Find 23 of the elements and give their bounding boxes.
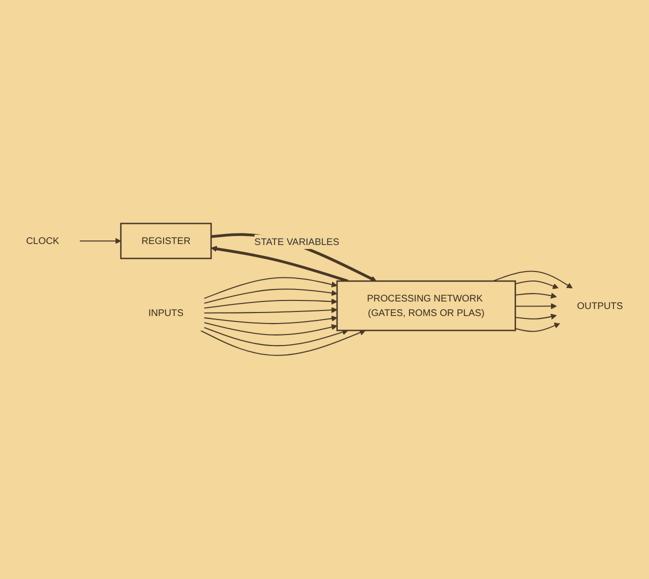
arrow	[204, 316, 338, 324]
arrow	[204, 288, 338, 304]
node-text: OUTPUTS	[577, 300, 623, 311]
arrow	[204, 327, 348, 346]
arrow	[210, 246, 348, 282]
arrow	[515, 322, 560, 332]
arrow	[204, 298, 338, 309]
node-box: REGISTER	[120, 222, 212, 260]
arrow	[515, 314, 557, 320]
arrow	[492, 270, 573, 289]
arrow	[515, 292, 557, 299]
node-text: CLOCK	[26, 235, 60, 246]
arrow	[210, 233, 377, 282]
arrow	[204, 322, 338, 336]
node-box: PROCESSING NETWORK (GATES, ROMS OR PLAS)	[336, 280, 516, 332]
node-text: INPUTS	[148, 307, 184, 318]
arrow	[515, 303, 557, 310]
arrow	[204, 277, 338, 299]
arrow	[200, 330, 366, 356]
edge-label: STATE VARIABLES	[254, 236, 340, 247]
arrow	[80, 238, 122, 244]
arrow	[204, 307, 338, 314]
arrow	[515, 280, 559, 290]
